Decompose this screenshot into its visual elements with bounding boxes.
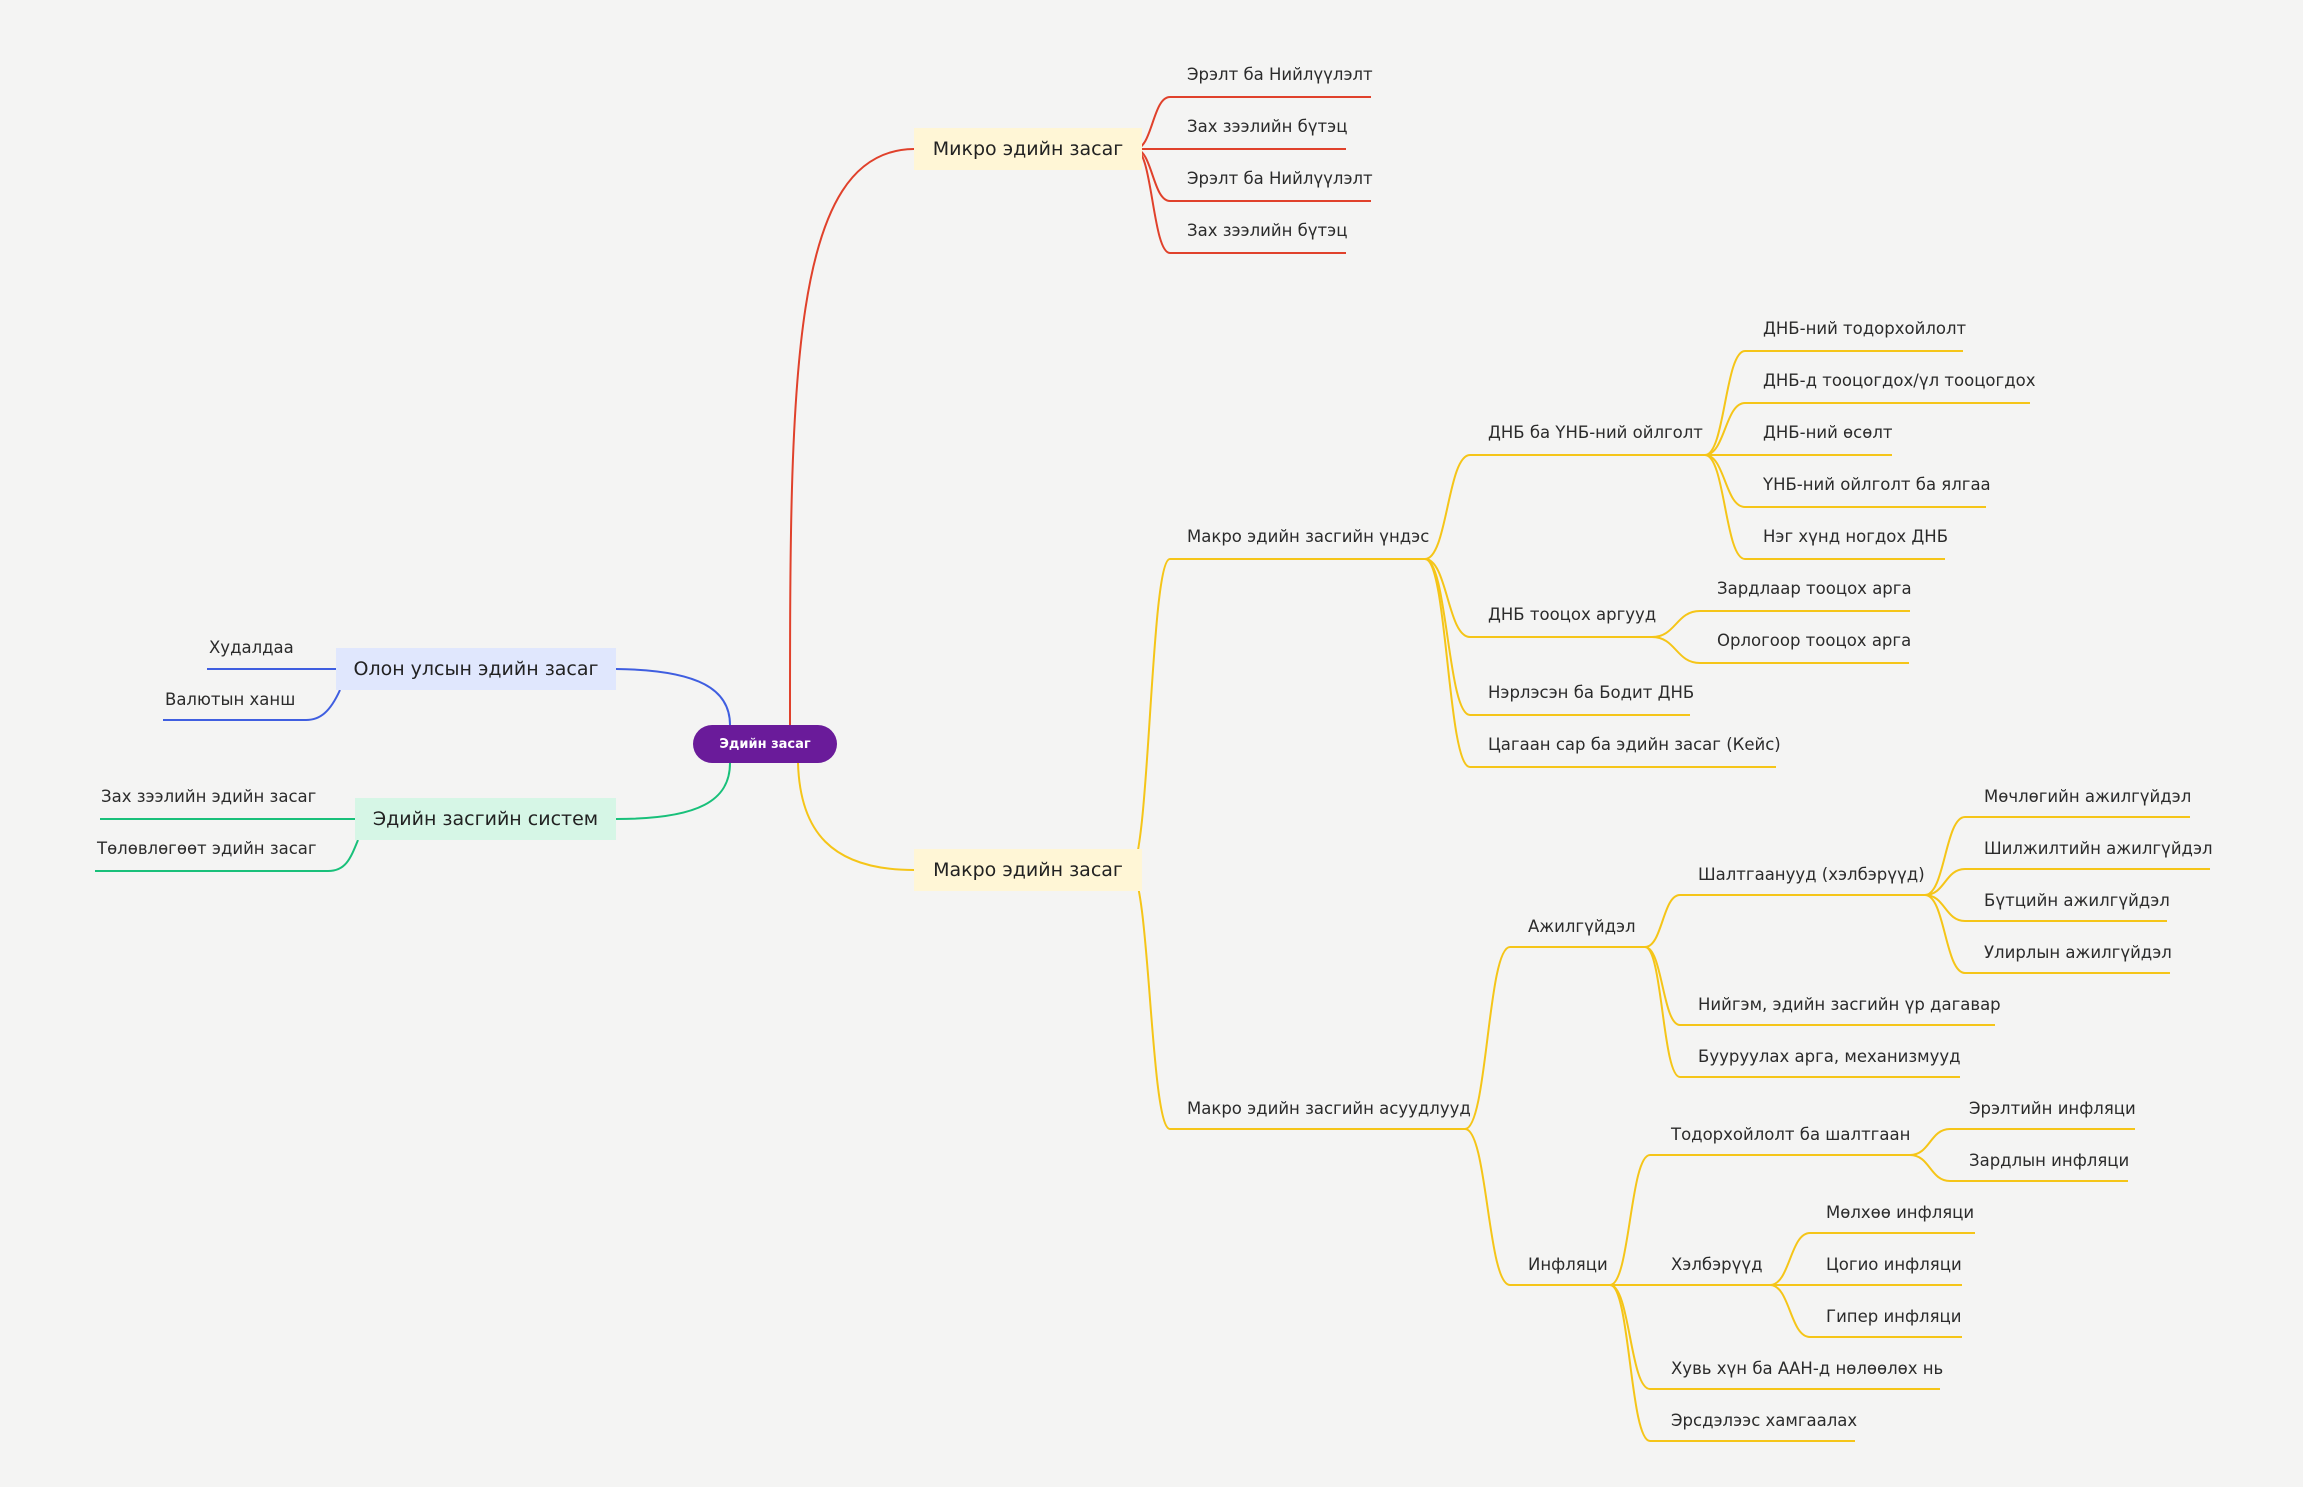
intl-leaf[interactable]: Валютын ханш xyxy=(165,690,296,709)
unemployment-reduce[interactable]: Бууруулах арга, механизмууд xyxy=(1698,1047,1961,1066)
connector-line xyxy=(1704,454,1986,508)
root-micro-line xyxy=(789,148,915,726)
connector-line xyxy=(1129,558,1425,871)
connector-line xyxy=(1651,610,1910,638)
gdp-leaf[interactable]: ДНБ-ний өсөлт xyxy=(1763,423,1893,442)
nominal-real-gdp[interactable]: Нэрлэсэн ба Бодит ДНБ xyxy=(1488,683,1695,702)
micro-leaf[interactable]: Эрэлт ба Нийлүүлэлт xyxy=(1187,65,1373,84)
unemployment-type-leaf[interactable]: Бүтцийн ажилгүйдэл xyxy=(1984,891,2170,910)
intl-leaf[interactable]: Худалдаа xyxy=(209,638,294,657)
connector-line xyxy=(1464,1128,1610,1286)
inflation-definition-node[interactable]: Тодорхойлолт ба шалтгаан xyxy=(1671,1125,1911,1144)
connector-line xyxy=(1924,894,2167,922)
macro-basics-node[interactable]: Макро эдийн засгийн үндэс xyxy=(1187,527,1430,546)
unemployment-type-leaf[interactable]: Улирлын ажилгүйдэл xyxy=(1984,943,2172,962)
connector-line xyxy=(1424,558,1690,716)
macro-node[interactable]: Макро эдийн засаг xyxy=(914,849,1142,891)
unemployment-causes-node[interactable]: Шалтгаанууд (хэлбэрүүд) xyxy=(1698,865,1925,884)
gdp-leaf[interactable]: ҮНБ-ний ойлголт ба ялгаа xyxy=(1763,475,1991,494)
unemployment-node[interactable]: Ажилгүйдэл xyxy=(1528,917,1636,936)
inflation-cause-leaf[interactable]: Эрэлтийн инфляци xyxy=(1969,1099,2136,1118)
macro-issues-node[interactable]: Макро эдийн засгийн асуудлууд xyxy=(1187,1099,1471,1118)
connector-line xyxy=(1704,402,2030,456)
intl-node[interactable]: Олон улсын эдийн засаг xyxy=(336,648,616,690)
root-macro-line xyxy=(797,762,915,871)
connector-line xyxy=(1609,1284,1855,1442)
connector-line xyxy=(1424,558,1652,638)
connector-line xyxy=(1464,946,1645,1130)
root-system-line xyxy=(615,762,731,820)
connector-line xyxy=(1129,869,1465,1130)
inflation-form-leaf[interactable]: Мөлхөө инфляци xyxy=(1826,1203,1975,1222)
tsagaan-sar-case[interactable]: Цагаан сар ба эдийн засаг (Кейс) xyxy=(1488,735,1781,754)
connector-line xyxy=(1704,454,1945,560)
system-node[interactable]: Эдийн засгийн систем xyxy=(355,798,616,840)
micro-leaf[interactable]: Зах зээлийн бүтэц xyxy=(1187,221,1348,240)
connector-line xyxy=(1424,558,1776,768)
connector-line xyxy=(163,689,341,721)
system-leaf[interactable]: Зах зээлийн эдийн засаг xyxy=(101,787,317,806)
gdp-methods-node[interactable]: ДНБ тооцох аргууд xyxy=(1488,605,1657,624)
connector-line xyxy=(1769,1284,1962,1338)
gdp-leaf[interactable]: ДНБ-д тооцогдох/үл тооцогдох xyxy=(1763,371,2036,390)
connector-line xyxy=(1704,350,1963,456)
connector-line xyxy=(1644,894,1925,948)
system-leaf[interactable]: Төлөвлөгөөт эдийн засаг xyxy=(97,839,317,858)
connector-line xyxy=(1651,636,1909,664)
inflation-form-leaf[interactable]: Цогио инфляци xyxy=(1826,1255,1962,1274)
connector-line xyxy=(1609,1154,1910,1286)
gdp-method-leaf[interactable]: Зардлаар тооцох арга xyxy=(1717,579,1912,598)
micro-leaf[interactable]: Зах зээлийн бүтэц xyxy=(1187,117,1348,136)
connector-line xyxy=(1909,1154,2128,1182)
connector-line xyxy=(1924,868,2210,896)
inflation-node[interactable]: Инфляци xyxy=(1528,1255,1608,1274)
gdp-leaf[interactable]: ДНБ-ний тодорхойлолт xyxy=(1763,319,1967,338)
unemployment-consequences[interactable]: Нийгэм, эдийн засгийн үр дагавар xyxy=(1698,995,2001,1014)
connector-line xyxy=(1644,946,1960,1078)
gdp-concept-node[interactable]: ДНБ ба ҮНБ-ний ойлголт xyxy=(1488,423,1703,442)
connector-line xyxy=(1924,894,2170,974)
root-node[interactable]: Эдийн засаг xyxy=(693,725,837,763)
connector-line xyxy=(1924,816,2190,896)
unemployment-type-leaf[interactable]: Шилжилтийн ажилгүйдэл xyxy=(1984,839,2213,858)
micro-leaf[interactable]: Эрэлт ба Нийлүүлэлт xyxy=(1187,169,1373,188)
inflation-impact[interactable]: Хувь хүн ба ААН-д нөлөөлөх нь xyxy=(1671,1359,1944,1378)
inflation-cause-leaf[interactable]: Зардлын инфляци xyxy=(1969,1151,2130,1170)
micro-node[interactable]: Микро эдийн засаг xyxy=(914,128,1142,170)
inflation-form-leaf[interactable]: Гипер инфляци xyxy=(1826,1307,1962,1326)
inflation-forms-node[interactable]: Хэлбэрүүд xyxy=(1671,1255,1763,1274)
connector-line xyxy=(95,839,359,872)
connector-line xyxy=(1769,1232,1975,1286)
root-intl-line xyxy=(615,668,731,726)
inflation-protect[interactable]: Эрсдэлээс хамгаалах xyxy=(1671,1411,1858,1430)
gdp-leaf[interactable]: Нэг хүнд ногдох ДНБ xyxy=(1763,527,1949,546)
connector-line xyxy=(1424,454,1705,560)
gdp-method-leaf[interactable]: Орлогоор тооцох арга xyxy=(1717,631,1912,650)
connector-line xyxy=(1909,1128,2135,1156)
unemployment-type-leaf[interactable]: Мөчлөгийн ажилгүйдэл xyxy=(1984,787,2192,806)
